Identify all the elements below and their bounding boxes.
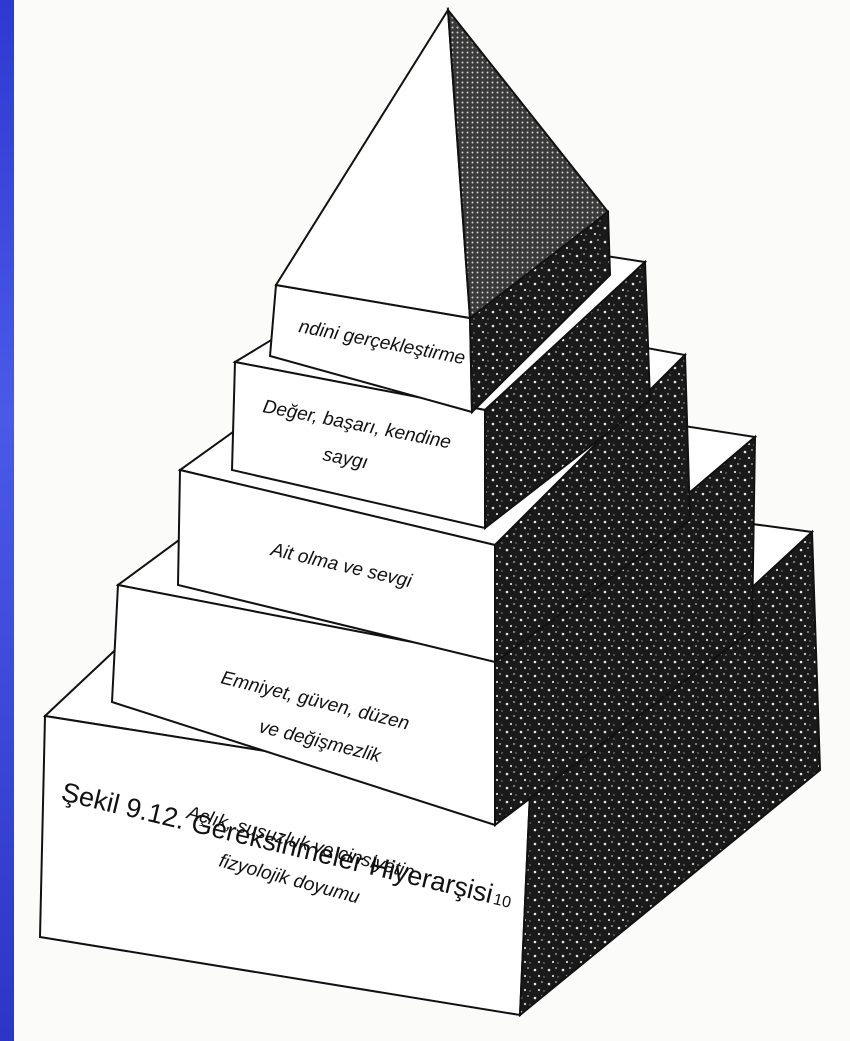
apex-pyramid-light-face bbox=[276, 10, 470, 318]
